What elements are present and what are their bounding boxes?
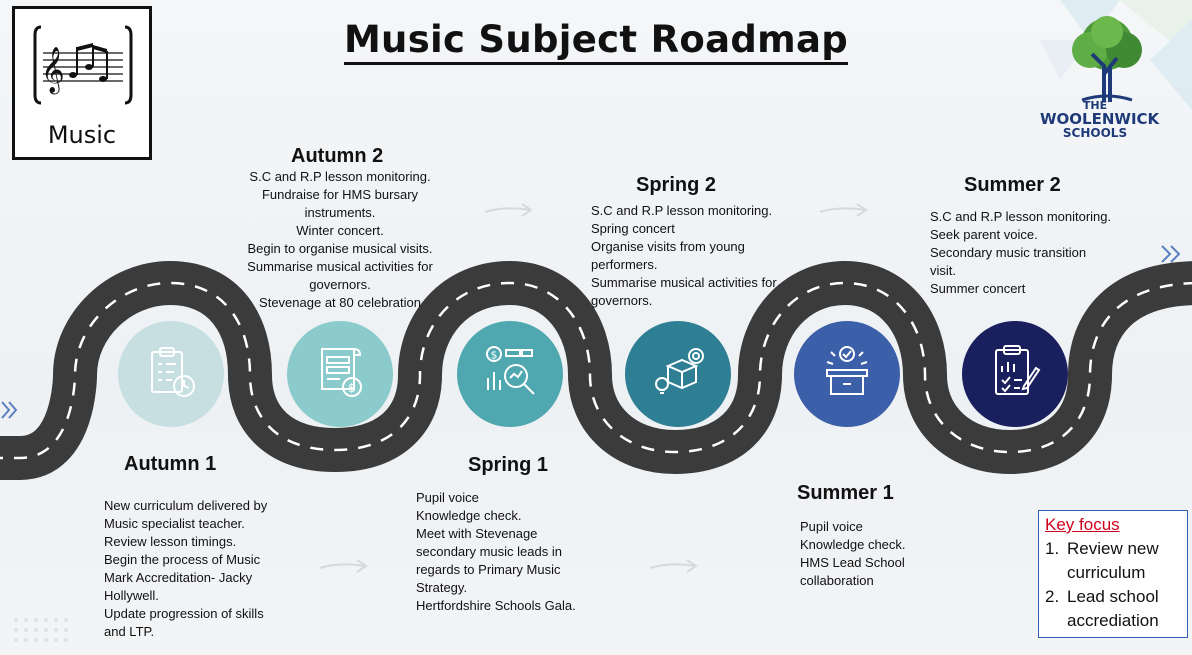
music-label: Music: [47, 121, 117, 149]
autumn2-heading: Autumn 2: [291, 145, 384, 167]
spring1-circle: [457, 321, 563, 427]
svg-text:$: $: [348, 381, 356, 395]
svg-text:𝄞: 𝄞: [41, 47, 65, 95]
summer2-heading: Summer 2: [964, 174, 1061, 196]
summer1-circle: [794, 321, 900, 427]
page-title: Music Subject Roadmap: [0, 18, 1192, 65]
summer1-text: Pupil voice Knowledge check. HMS Lead Sc…: [800, 519, 906, 588]
clipboard-clock-icon: [151, 347, 195, 397]
road-center-line: [0, 281, 1192, 460]
autumn1-circle: [118, 321, 224, 427]
summer2-circle: [962, 321, 1068, 427]
summer2-text: S.C and R.P lesson monitoring. Seek pare…: [930, 209, 1112, 296]
analytics-magnifier-icon: $: [486, 346, 535, 395]
key-focus-title: Key focus: [1045, 515, 1120, 534]
svg-text:$: $: [491, 349, 498, 362]
school-logo-text: THE WOOLENWICK SCHOOLS: [1040, 99, 1160, 141]
faint-arrows: [319, 203, 868, 573]
chevron-right-icon: [1, 245, 1181, 419]
decorative-dots: [14, 618, 68, 642]
spring1-heading: Spring 1: [468, 454, 549, 476]
box-gear-bulb-icon: [655, 348, 704, 394]
spring2-text: S.C and R.P lesson monitoring. Spring co…: [591, 203, 777, 308]
summer1-heading: Summer 1: [797, 482, 894, 504]
autumn1-heading: Autumn 1: [124, 453, 217, 475]
autumn1-text: New curriculum delivered by Music specia…: [104, 498, 268, 639]
spring1-text: Pupil voice Knowledge check. Meet with S…: [416, 490, 576, 613]
music-subject-box: 𝄞 Music: [12, 6, 152, 160]
spring2-circle: [625, 321, 731, 427]
clipboard-chart-icon: [995, 345, 1041, 395]
spring2-heading: Spring 2: [636, 174, 717, 196]
open-box-check-icon: [826, 346, 868, 395]
tree-logo-icon: [1072, 16, 1142, 102]
document-money-icon: $: [321, 348, 362, 397]
music-staff-icon: 𝄞: [33, 25, 133, 105]
autumn2-text: S.C and R.P lesson monitoring. Fundraise…: [247, 169, 433, 310]
